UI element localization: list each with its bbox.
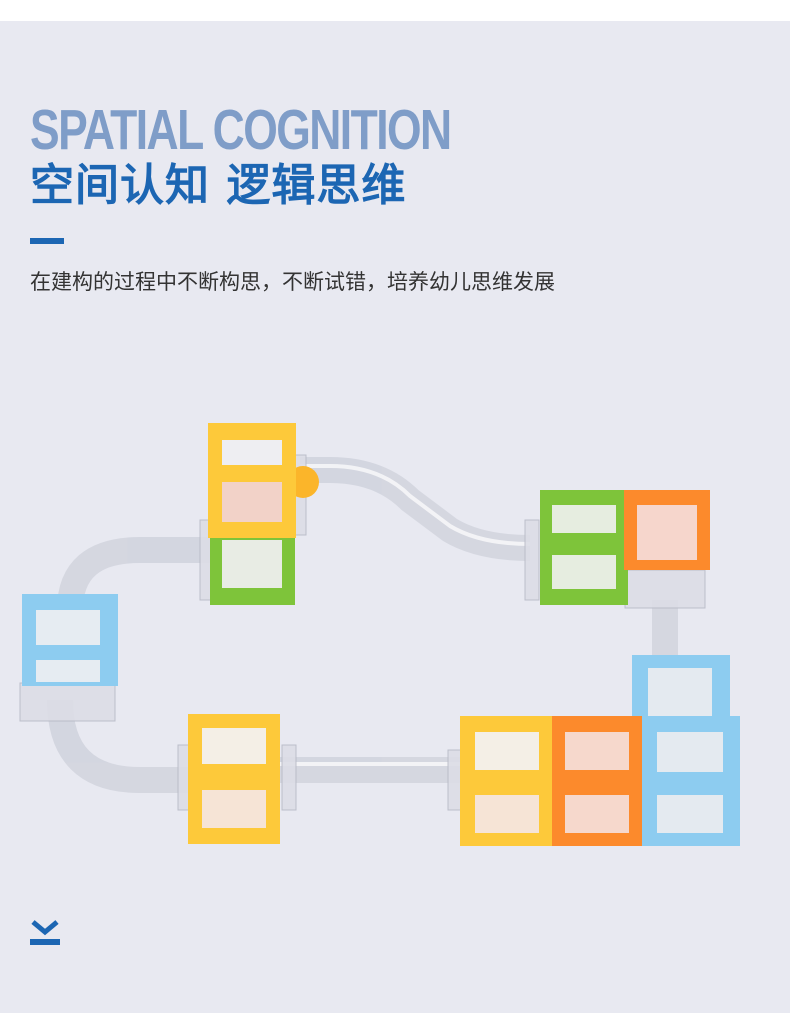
accent-divider	[30, 238, 64, 244]
english-title: SPATIAL COGNITION	[30, 98, 452, 162]
marble-run-illustration	[19, 423, 740, 846]
subtitle: 在建构的过程中不断构思，不断试错，培养幼儿思维发展	[30, 270, 555, 294]
download-chevron-icon[interactable]	[30, 918, 60, 948]
chinese-title: 空间认知 逻辑思维	[30, 160, 407, 211]
cube-green-left	[210, 525, 295, 605]
bottom-margin	[0, 1013, 790, 1026]
